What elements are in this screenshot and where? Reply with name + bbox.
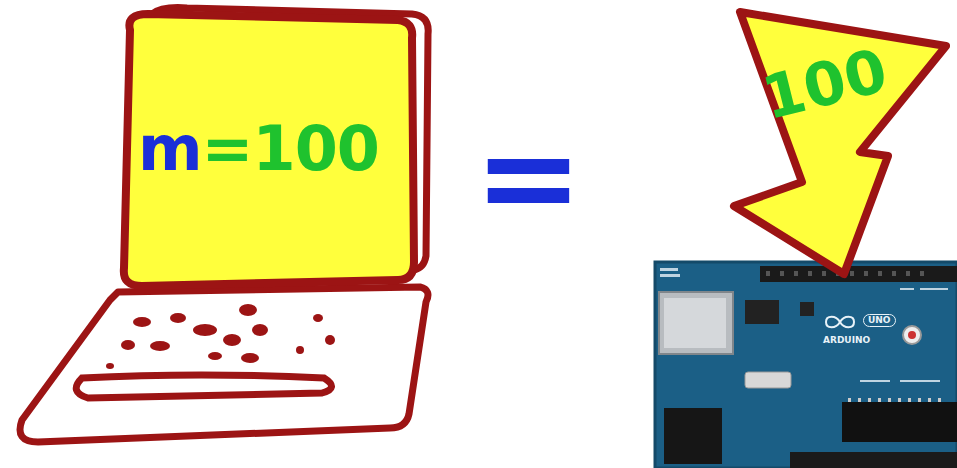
arrow-shape-outline [728, 6, 952, 280]
board-model: UNO [863, 314, 896, 327]
laptop-keys [106, 304, 335, 369]
laptop-screen: m=100 [112, 6, 432, 290]
arduino-logo-area: UNO ARDUINO [655, 262, 957, 468]
laptop-spacebar [76, 375, 331, 398]
arduino-board [655, 262, 957, 468]
equals-sign: = [474, 112, 583, 242]
arrow-shape-outline [734, 12, 946, 274]
screen-text: m=100 [138, 118, 379, 180]
laptop-base [20, 287, 428, 442]
arrow-shape: 100 [728, 6, 952, 280]
laptop-screen-outline [124, 14, 414, 286]
board-brand: ARDUINO [823, 336, 870, 345]
